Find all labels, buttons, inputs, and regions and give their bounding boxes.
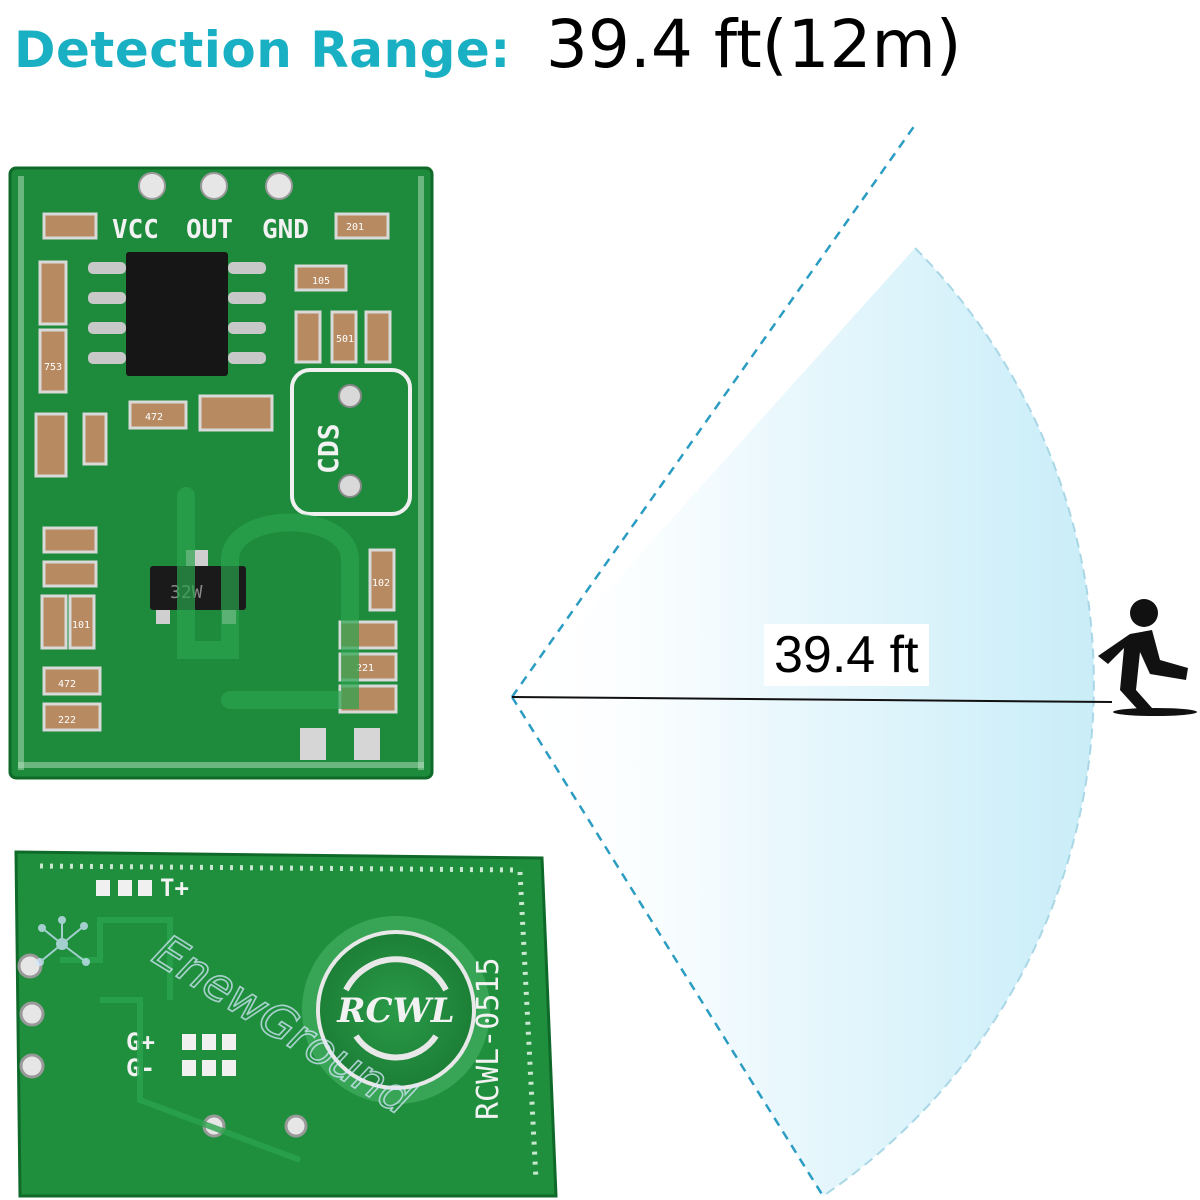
detection-range-value: 39.4 ft(12m) (545, 6, 962, 83)
cds-label: CDS (312, 423, 345, 474)
pin-label-out: OUT (186, 215, 233, 245)
smd-code: 501 (336, 334, 354, 345)
smd-code: 753 (44, 362, 62, 373)
pad-label-t-plus: T+ (160, 874, 189, 902)
pin-label-vcc: VCC (112, 215, 159, 245)
pin-label-gnd: GND (262, 215, 309, 245)
running-person-icon (1098, 599, 1197, 716)
smd-code: 102 (372, 578, 390, 589)
cds-outline (290, 368, 412, 516)
smd-code: 222 (58, 715, 76, 726)
range-line (511, 696, 1113, 703)
detection-range-heading: Detection Range: 39.4 ft(12m) (14, 6, 962, 83)
smd-code: 101 (72, 620, 90, 631)
beam-edge-upper (510, 124, 917, 698)
beam-edge-lower (510, 696, 825, 1197)
model-label: RCWL-0515 (471, 957, 506, 1120)
pcb-board-bottom: RCWL T+ G+ G- RCWL-0515 (14, 850, 558, 1198)
smd-code: 201 (346, 222, 364, 233)
pcb-board-top: VCC OUT GND (8, 166, 434, 780)
smd-code: 472 (58, 679, 76, 690)
rcwl-logo-text: RCWL (336, 991, 454, 1031)
smd-code: 472 (145, 412, 163, 423)
smd-code: 105 (312, 276, 330, 287)
range-distance-label: 39.4 ft (764, 624, 929, 686)
detection-range-label: Detection Range: (14, 21, 511, 79)
smd-code: 221 (356, 663, 374, 674)
detection-beam (510, 124, 1113, 1197)
